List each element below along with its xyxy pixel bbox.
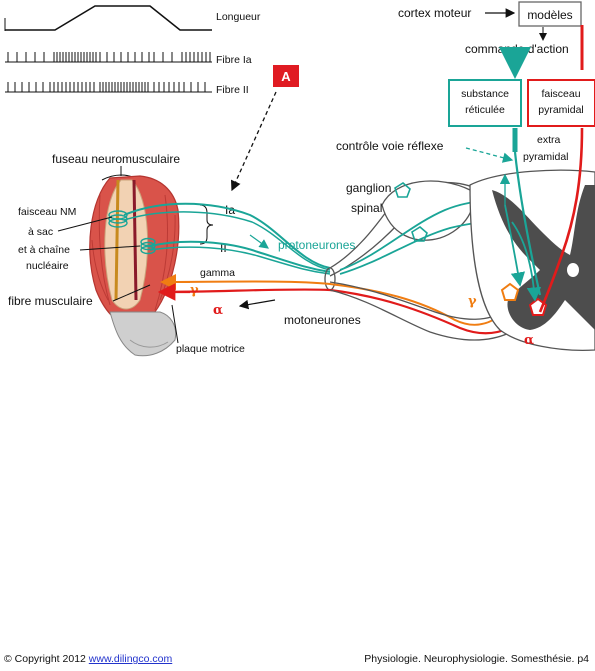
fibre-musculaire-label: fibre musculaire [8, 294, 93, 308]
spinal-label: spinal [351, 201, 382, 215]
physiology-diagram: Longueur Fibre Ia Fibre II A fuseau neur… [4, 1, 595, 357]
ganglion-spinal [381, 180, 474, 241]
central-pathways: cortex moteur modèles commande d'action … [336, 1, 595, 313]
gamma-word-label: gamma [200, 267, 235, 279]
modeles-box [518, 1, 582, 27]
fibre-ia-spike-train [7, 52, 211, 62]
cord-alpha-label: α [524, 333, 534, 348]
ganglion-cell-1-icon [394, 182, 411, 198]
ganglion-label: ganglion [346, 181, 391, 195]
badge-letter: A [281, 69, 291, 84]
pyramidal-label: pyramidal [538, 104, 584, 116]
cord-gamma-label: γ [468, 294, 477, 309]
copyright-text: © Copyright 2012 [4, 653, 86, 665]
longueur-label: Longueur [216, 11, 261, 23]
spindle-title: fuseau neuromusculaire [52, 152, 180, 166]
faisceau-pyramidal-box [527, 79, 595, 127]
figure-badge: A [273, 65, 299, 87]
plaque-motrice-label: plaque motrice [176, 343, 245, 355]
spinal-cord: γ α [468, 169, 595, 351]
nucleaire-label: nucléaire [26, 260, 69, 272]
fibre-ii-label: Fibre II [216, 84, 249, 96]
dashed-pointer-arrow [230, 91, 277, 192]
footer-left: © Copyright 2012 www.dilingco.com [4, 653, 172, 665]
muscle-spindle: fuseau neuromusculaire [8, 152, 245, 357]
nerve-fibres: Ia II protoneurones gamma γ α motoneuron… [123, 180, 536, 341]
spindle-length-trace [5, 5, 212, 31]
website-link[interactable]: www.dilingco.com [88, 653, 173, 665]
reticulee-label: réticulée [465, 104, 505, 116]
substance-reticulee-box [448, 79, 522, 127]
fibre-ia-label: Fibre Ia [216, 54, 252, 66]
controle-voie-reflexe-label: contrôle voie réflexe [336, 139, 444, 153]
footer: © Copyright 2012 www.dilingco.com Physio… [0, 651, 595, 669]
ganglion-cell-2-icon [411, 226, 428, 242]
faisceau-nm-label: faisceau NM [18, 206, 76, 218]
extra-pyramidal-label: pyramidal [523, 151, 569, 163]
cortex-moteur-label: cortex moteur [398, 6, 471, 20]
ia-label: Ia [225, 203, 235, 217]
gamma-motoneuron-icon [500, 282, 520, 301]
substance-label: substance [461, 88, 509, 100]
a-sac-label: à sac [28, 226, 53, 238]
extra-label: extra [537, 134, 561, 146]
et-chaine-label: et à chaîne [18, 244, 70, 256]
central-canal [567, 263, 579, 277]
signal-traces: Longueur Fibre Ia Fibre II [4, 5, 261, 96]
protoneurones-label: protoneurones [278, 238, 355, 252]
commande-action-label: commande d'action [465, 42, 569, 56]
tendon [109, 311, 177, 357]
gamma-symbol-label: γ [190, 283, 199, 298]
footer-title: Physiologie. Neurophysiologie. Somesthés… [364, 653, 589, 665]
alpha-symbol-label: α [213, 303, 223, 318]
ii-label: II [220, 241, 227, 255]
faisceau-label: faisceau [541, 88, 580, 100]
modeles-label: modèles [527, 8, 572, 22]
fibre-ii-spike-train [7, 82, 206, 92]
motoneurones-label: motoneurones [284, 313, 361, 327]
